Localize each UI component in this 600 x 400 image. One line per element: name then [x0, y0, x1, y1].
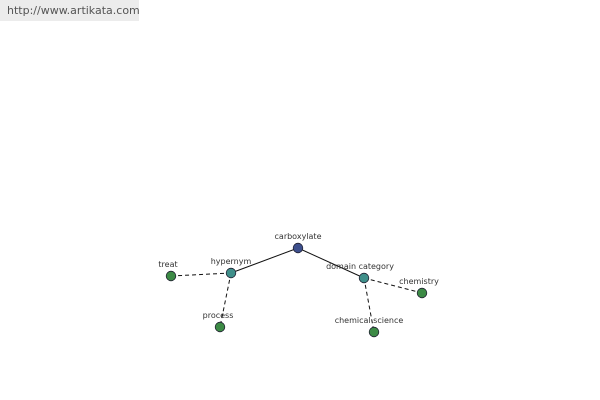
edge-hypernym-process: [219, 272, 232, 328]
node-chemical-science[interactable]: chemical science: [335, 316, 404, 338]
node-dot[interactable]: [292, 242, 304, 254]
edge-domain_category-chemistry: [363, 277, 423, 294]
node-chemistry[interactable]: chemistry: [399, 277, 439, 299]
node-domain-category[interactable]: domain category: [326, 262, 394, 284]
node-dot[interactable]: [416, 287, 428, 299]
node-dot[interactable]: [214, 321, 226, 333]
node-dot[interactable]: [368, 326, 380, 338]
edge-domain_category-chemical_science: [363, 277, 375, 333]
node-treat[interactable]: treat: [158, 260, 178, 282]
edge-carboxylate-hypernym: [230, 247, 299, 274]
node-label: chemical science: [335, 316, 404, 325]
node-dot[interactable]: [358, 272, 370, 284]
node-label: domain category: [326, 262, 394, 271]
node-label: treat: [158, 260, 177, 269]
node-label: process: [203, 311, 234, 320]
node-dot[interactable]: [225, 267, 237, 279]
node-process[interactable]: process: [203, 311, 234, 333]
graph-edges: [170, 247, 423, 333]
node-hypernym[interactable]: hypernym: [211, 257, 252, 279]
graph-nodes: carboxylate hypernym domain category treat p…: [158, 232, 439, 338]
node-dot[interactable]: [165, 270, 177, 282]
node-carboxylate[interactable]: carboxylate: [275, 232, 322, 254]
node-label: chemistry: [399, 277, 439, 286]
node-label: carboxylate: [275, 232, 322, 241]
source-url[interactable]: http://www.artikata.com: [0, 0, 140, 21]
node-label: hypernym: [211, 257, 252, 266]
edge-carboxylate-domain_category: [297, 247, 365, 279]
edge-hypernym-treat: [170, 272, 232, 277]
